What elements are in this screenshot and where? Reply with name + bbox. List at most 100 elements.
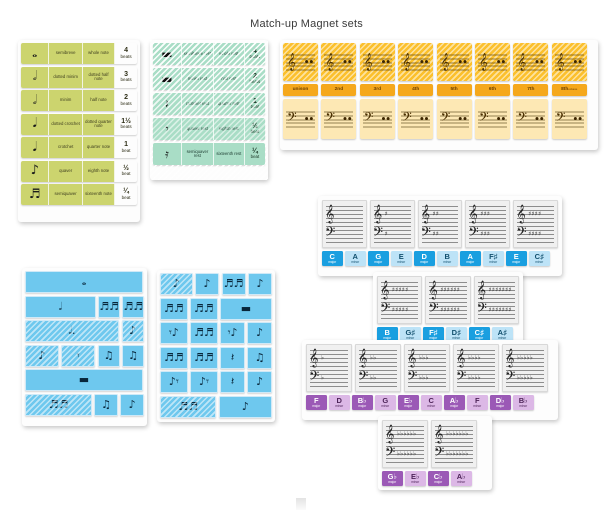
interval-column[interactable]: 𝄞●● 6th 𝄢●● [474, 43, 510, 139]
interval-column[interactable]: 𝄞●●4th𝄢●● [398, 43, 434, 139]
interval-treble-staff[interactable]: 𝄞●● [321, 43, 357, 81]
key-signature-staff[interactable]: 𝄞♯𝄢♯ [369, 200, 415, 248]
key-label-minor[interactable]: B♭minor [513, 395, 534, 410]
interval-label[interactable]: 2nd [321, 84, 357, 96]
rhythm-cell[interactable]: 𝅗𝅥 [25, 295, 96, 318]
rhythm-cell[interactable]: ♪𝄾 [160, 371, 188, 393]
interval-label[interactable]: 7th [513, 84, 549, 96]
sharp-keys-row2-panel[interactable]: 𝄞♯♯♯♯♯𝄢♯♯♯♯♯𝄞♯♯♯♯♯♯𝄢♯♯♯♯♯♯𝄞♯♯♯♯♯♯♯𝄢♯♯♯♯♯… [373, 272, 523, 350]
interval-bass-staff[interactable]: 𝄢●● [436, 99, 472, 139]
key-label-minor[interactable]: D♯minor [446, 327, 467, 342]
interval-column[interactable]: 𝄞●● 2nd 𝄢●● [321, 43, 357, 139]
rhythm-cell[interactable]: ♫ [94, 393, 118, 416]
rhythm-cell[interactable]: ♬♬ [221, 273, 246, 295]
interval-label[interactable]: 6th [474, 84, 510, 96]
key-label-major[interactable]: G♭major [382, 471, 403, 486]
key-label-major[interactable]: E♭major [398, 395, 419, 410]
interval-treble-staff[interactable]: 𝄞●● [551, 43, 587, 81]
rhythm-cell[interactable]: ♫ [247, 346, 272, 369]
intervals-panel[interactable]: 𝄞●●unison𝄢●●𝄞●●2nd𝄢●●𝄞●●3rd𝄢●●𝄞●●4th𝄢●●𝄞… [280, 40, 598, 150]
interval-bass-staff[interactable]: 𝄢●● [551, 99, 587, 139]
key-signature-staff[interactable]: 𝄞♭𝄢♭ [306, 344, 352, 392]
interval-label[interactable]: unison [283, 84, 318, 96]
interval-bass-staff[interactable]: 𝄢●● [359, 99, 395, 139]
rhythm-cell[interactable]: 𝅗𝅥. [25, 320, 119, 342]
key-signature-staff[interactable]: 𝄞♭♭♭𝄢♭♭♭ [404, 344, 450, 392]
interval-treble-staff[interactable]: 𝄞●● [436, 43, 472, 81]
rhythm-cell[interactable]: 𝄽 [220, 346, 245, 369]
rhythm-cell[interactable]: ♪ [248, 273, 272, 295]
rhythm-cell[interactable]: 𝄾 [61, 344, 96, 367]
key-signature-staff[interactable]: 𝄞♭♭𝄢♭♭ [355, 344, 401, 392]
rhythm-cell[interactable]: ♬♬ [190, 346, 218, 369]
key-label-minor[interactable]: A♯minor [492, 327, 513, 342]
rhythm-cell[interactable]: ♬♬ [160, 395, 217, 418]
rhythm-cell[interactable]: ♪ [121, 320, 144, 342]
interval-bass-staff[interactable]: 𝄢●● [474, 99, 510, 139]
rhythm-cell[interactable]: ♪ [247, 322, 272, 344]
rhythm-cell[interactable]: ♬♬ [122, 295, 145, 318]
key-label-minor[interactable]: A♭minor [451, 471, 472, 486]
key-signature-staff[interactable]: 𝄞♯♯♯♯𝄢♯♯♯♯ [513, 200, 558, 248]
interval-treble-staff[interactable]: 𝄞●● [283, 43, 318, 81]
interval-column[interactable]: 𝄞●● unison 𝄢●● [283, 43, 318, 139]
rhythm-cell[interactable]: ♪𝄾 [190, 371, 218, 393]
interval-bass-staff[interactable]: 𝄢●● [398, 99, 434, 139]
key-label-minor[interactable]: G♯minor [400, 327, 421, 342]
rhythm-cell[interactable]: 𝄾♪ [220, 322, 245, 344]
key-label-major[interactable]: A♭major [444, 395, 465, 410]
rhythm-cell[interactable]: ♫ [97, 344, 120, 367]
key-label-major[interactable]: C♯major [469, 327, 490, 342]
interval-treble-staff[interactable]: 𝄞●● [474, 43, 510, 81]
key-label-minor[interactable]: E♭minor [405, 471, 426, 486]
interval-bass-staff[interactable]: 𝄢●● [283, 99, 318, 139]
rhythm-cell[interactable]: ♬♬ [160, 297, 188, 320]
key-signature-staff[interactable]: 𝄞♯♯♯𝄢♯♯♯ [465, 200, 511, 248]
interval-bass-staff[interactable]: 𝄢●● [321, 99, 357, 139]
key-signature-staff[interactable]: 𝄞♯♯♯♯♯𝄢♯♯♯♯♯ [377, 276, 423, 324]
flat-keys-row1-panel[interactable]: 𝄞♭𝄢♭𝄞♭♭𝄢♭♭𝄞♭♭♭𝄢♭♭♭𝄞♭♭♭♭𝄢♭♭♭♭𝄞♭♭♭♭♭𝄢♭♭♭♭♭… [302, 340, 558, 420]
interval-bass-staff[interactable]: 𝄢●● [513, 99, 549, 139]
rhythm-cell[interactable]: ♬♬ [190, 322, 218, 344]
rhythm-cell[interactable]: ♪ [218, 395, 272, 418]
key-label-major[interactable]: C♭major [428, 471, 449, 486]
key-label-major[interactable]: D♭major [490, 395, 511, 410]
key-label-major[interactable]: B♭major [352, 395, 373, 410]
rhythm-cell[interactable]: ♪ [25, 344, 59, 367]
key-label-minor[interactable]: F♯minor [483, 251, 504, 266]
key-signature-staff[interactable]: 𝄞♭♭♭♭𝄢♭♭♭♭ [453, 344, 499, 392]
key-label-minor[interactable]: C♯minor [529, 251, 550, 266]
rhythm-cell[interactable]: 𝄾♪ [160, 322, 188, 344]
key-signature-staff[interactable]: 𝄞♯♯♯♯♯♯♯𝄢♯♯♯♯♯♯♯ [473, 276, 519, 324]
rhythm-cell[interactable]: ♬♬ [98, 295, 120, 318]
interval-label[interactable]: 4th [398, 84, 434, 96]
rhythm-set-b-panel[interactable]: ♪♪♬♬♪♬♬♬♬▬𝄾♪♬♬𝄾♪♪♬♬♬♬𝄽♫♪𝄾♪𝄾𝄽♪♬♬♪ [157, 270, 275, 422]
key-signature-staff[interactable]: 𝄞♭♭♭♭♭♭♭𝄢♭♭♭♭♭♭♭ [431, 420, 477, 468]
rhythm-cell[interactable]: ♪ [247, 371, 272, 393]
rhythm-cell[interactable]: ♪ [195, 273, 220, 295]
rhythm-cell[interactable]: ♬♬ [25, 393, 92, 416]
